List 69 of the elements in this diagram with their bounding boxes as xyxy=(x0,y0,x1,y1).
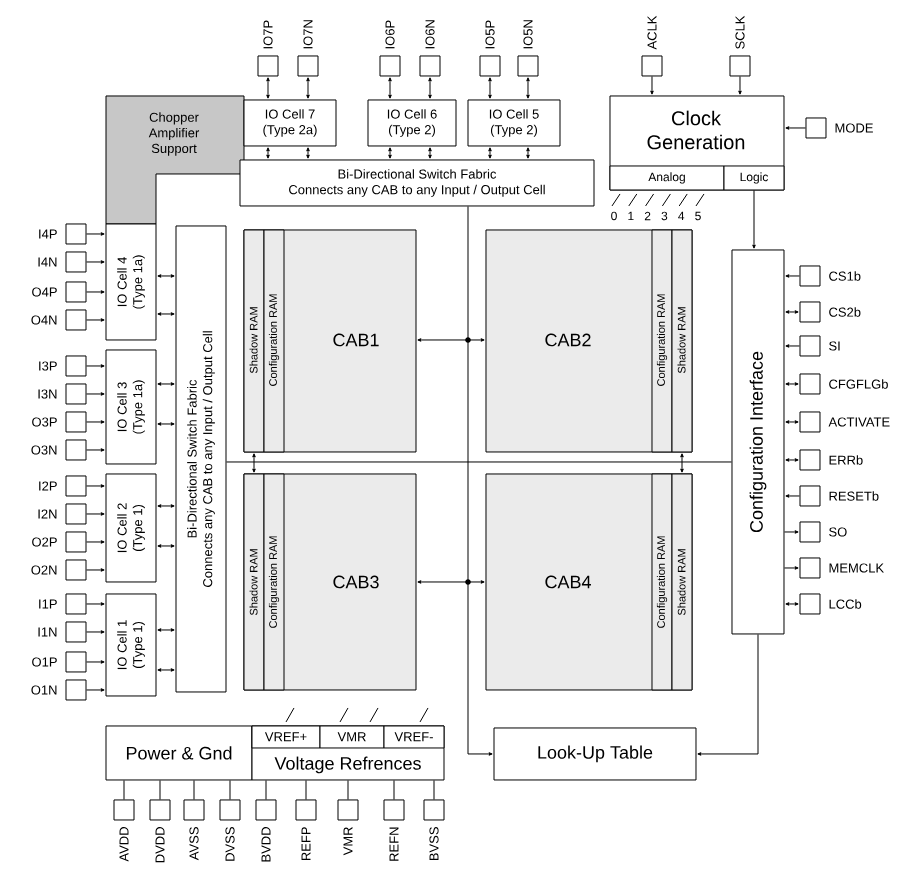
arrow xyxy=(388,77,392,99)
arrow xyxy=(157,382,175,386)
connector-line xyxy=(347,779,349,800)
arrow xyxy=(266,147,270,159)
arrow xyxy=(428,77,432,99)
arrow xyxy=(266,77,270,99)
connector-line xyxy=(393,779,395,800)
arrow xyxy=(157,504,175,508)
arrow xyxy=(784,566,799,570)
arrow xyxy=(157,312,175,316)
arrow xyxy=(785,126,806,130)
arrow xyxy=(680,453,684,473)
arrow xyxy=(157,668,175,672)
arrow xyxy=(157,274,175,278)
arrow xyxy=(86,630,105,634)
arrow xyxy=(86,420,105,424)
arrow xyxy=(86,232,105,236)
arrow xyxy=(86,540,105,544)
lookup-table-box: Look-Up Table xyxy=(493,727,697,781)
arrow xyxy=(86,392,105,396)
arrow xyxy=(488,77,492,99)
arrow xyxy=(785,310,799,314)
arrow xyxy=(428,147,432,159)
arrow xyxy=(785,602,799,606)
arrow xyxy=(86,568,105,572)
interface-box: Configuration Interface xyxy=(731,249,785,635)
power-block: Power & Gnd xyxy=(105,725,253,781)
arrow xyxy=(157,544,175,548)
arrow xyxy=(738,76,742,95)
arrow xyxy=(785,274,800,278)
connector-line xyxy=(305,779,307,800)
connector-line xyxy=(226,461,732,463)
arrow xyxy=(86,364,105,368)
connector-line xyxy=(433,779,435,800)
arrow xyxy=(784,530,799,534)
arrow xyxy=(467,206,493,756)
arrow xyxy=(785,382,799,386)
arrow xyxy=(86,602,105,606)
arrow xyxy=(157,628,175,632)
connector-line xyxy=(123,779,125,800)
connector-line xyxy=(193,779,195,800)
arrow xyxy=(785,494,800,498)
arrow xyxy=(526,147,530,159)
arrow xyxy=(697,633,759,756)
arrow xyxy=(306,147,310,159)
arrow xyxy=(86,448,105,452)
arrow xyxy=(86,660,105,664)
arrow xyxy=(86,484,105,488)
arrow xyxy=(417,580,485,584)
arrow xyxy=(86,318,105,322)
arrow xyxy=(157,422,175,426)
arrow xyxy=(785,458,799,462)
arrow xyxy=(86,688,105,692)
arrow xyxy=(526,77,530,99)
arrow xyxy=(86,260,105,264)
arrow xyxy=(417,338,485,342)
arrow xyxy=(252,453,256,473)
arrow xyxy=(86,512,105,516)
arrow xyxy=(785,420,799,424)
arrow xyxy=(306,77,310,99)
connector-line xyxy=(229,779,231,800)
arrow xyxy=(488,147,492,159)
arrow xyxy=(650,76,654,95)
arrow xyxy=(86,290,105,294)
arrow xyxy=(752,190,756,249)
arrow xyxy=(785,344,800,348)
connector-line xyxy=(265,779,267,800)
arrow xyxy=(388,147,392,159)
connector-line xyxy=(159,779,161,800)
